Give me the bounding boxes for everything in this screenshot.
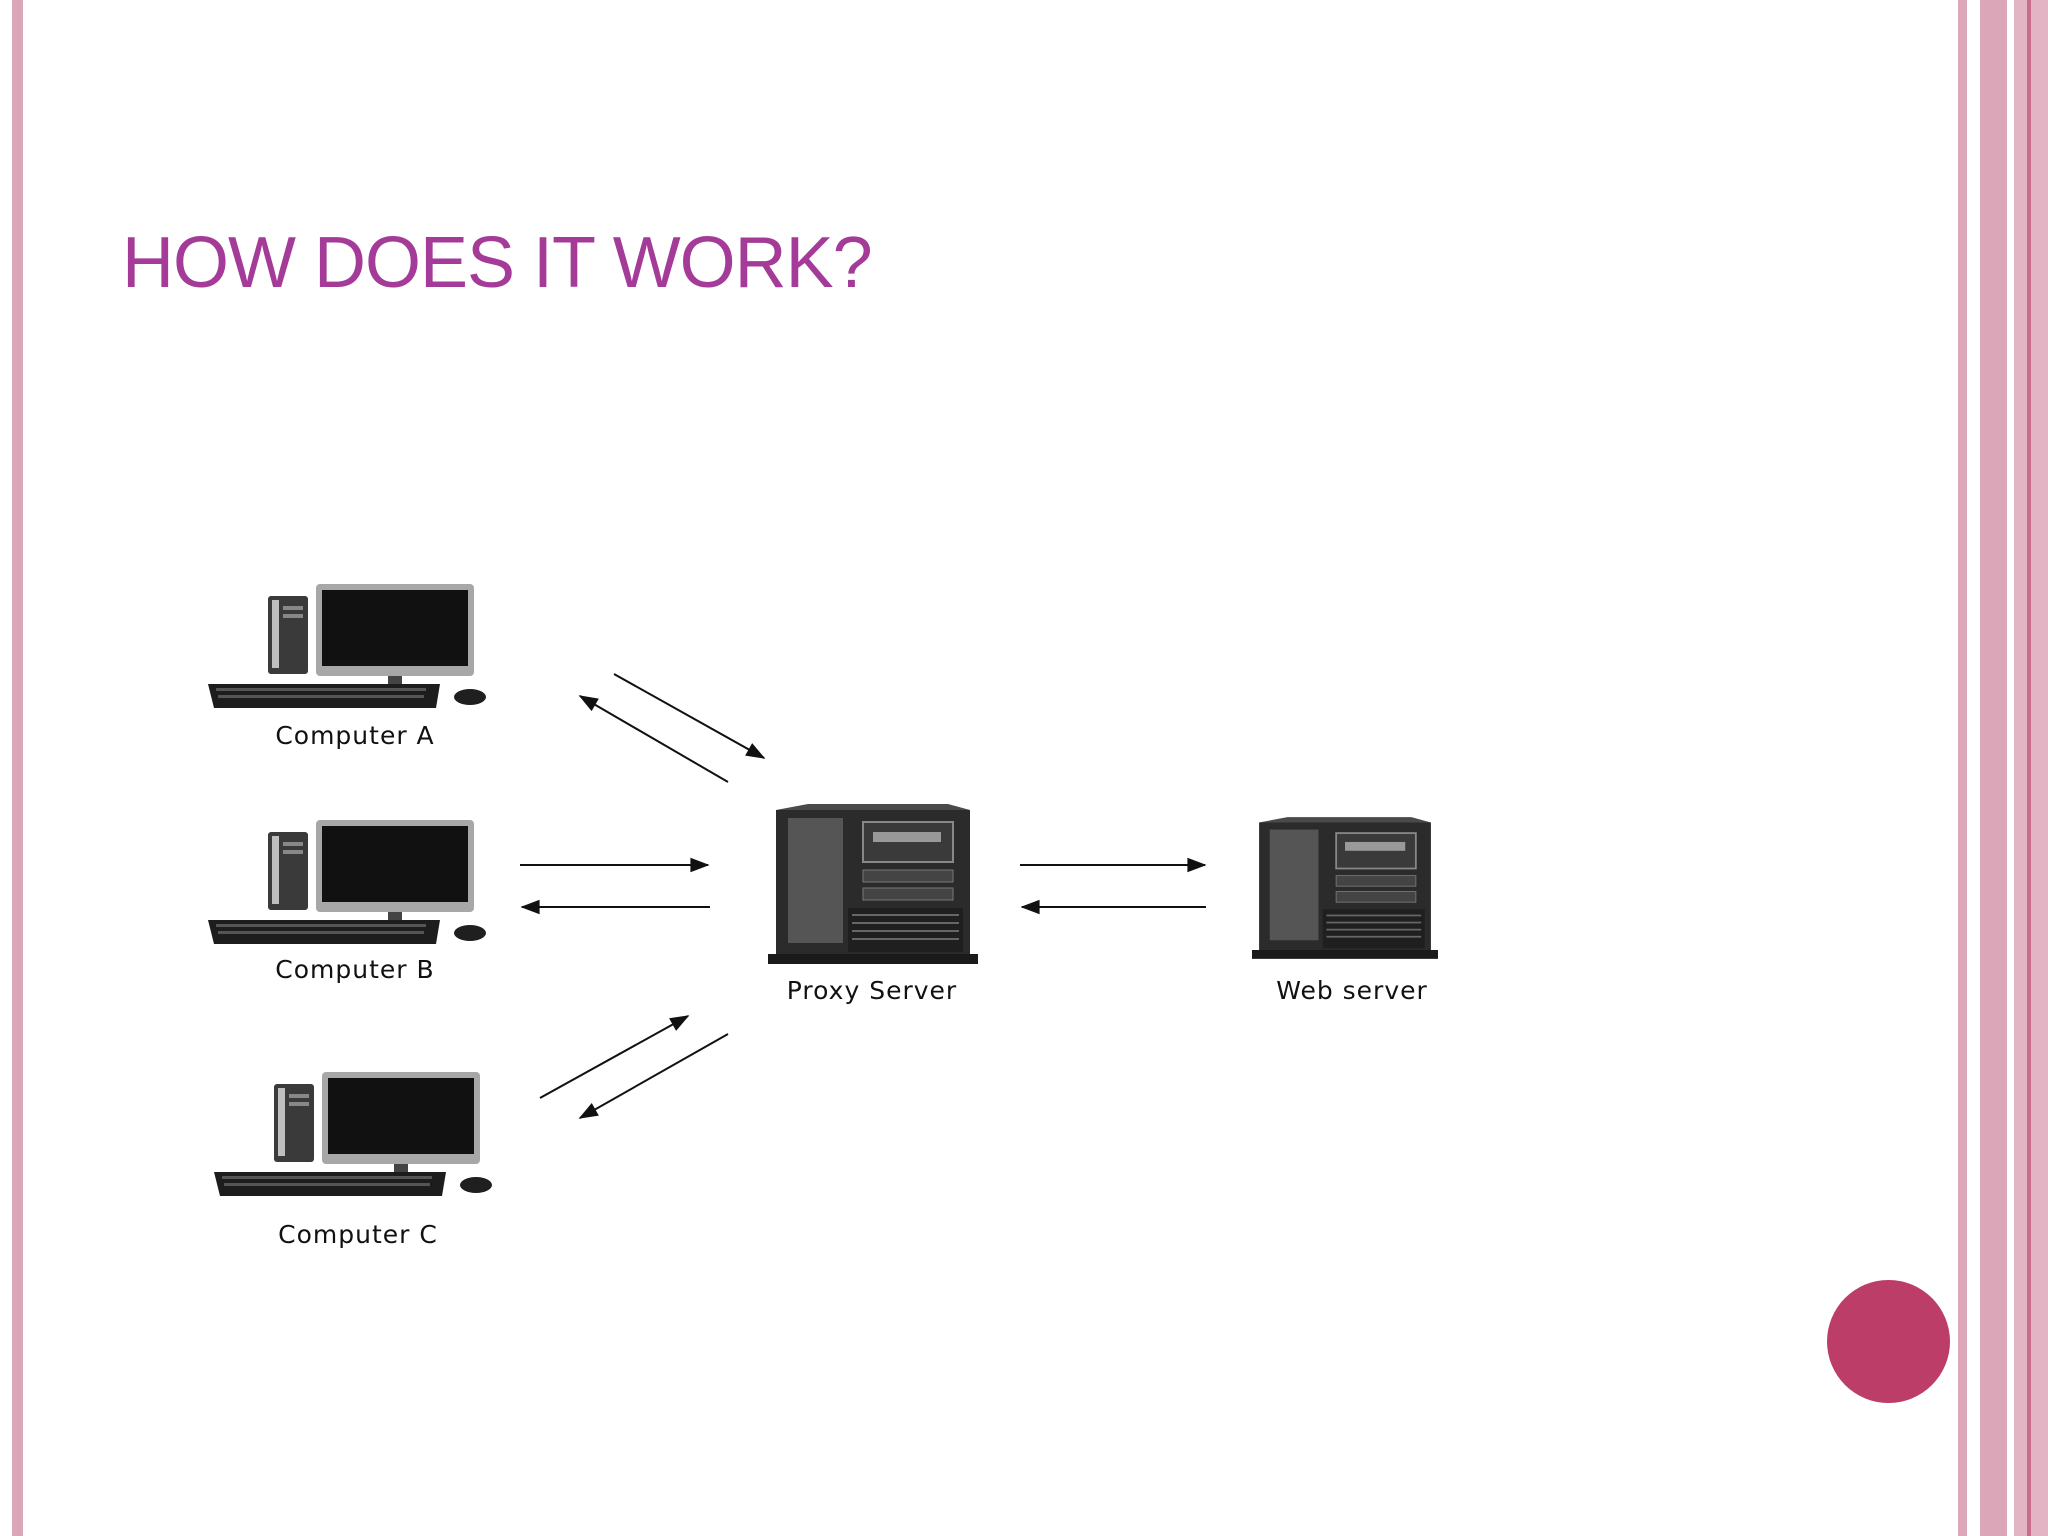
slide-border-right <box>1980 0 2007 1536</box>
computer-a-icon <box>208 584 486 708</box>
computer-c-label: Computer C <box>278 1220 438 1249</box>
arrow-c-to-proxy <box>539 1015 690 1099</box>
slide-border-right-line <box>2027 0 2031 1536</box>
slide-border-right <box>1958 0 1967 1536</box>
arrow-proxy-to-a <box>578 695 729 783</box>
computer-a-label: Computer A <box>275 721 434 750</box>
slide-title: HOW DOES IT WORK? <box>122 223 873 303</box>
slide-border-right <box>2014 0 2048 1536</box>
proxy-server-icon <box>768 804 978 964</box>
computer-c-icon <box>214 1072 492 1196</box>
web-server-icon <box>1252 816 1438 960</box>
slide-border-left <box>12 0 23 1536</box>
slide-decoration-dot <box>1827 1280 1950 1403</box>
arrow-proxy-to-c <box>578 1033 729 1119</box>
proxy-server-label: Proxy Server <box>787 976 957 1005</box>
computer-b-icon <box>208 820 486 944</box>
arrow-a-to-proxy <box>613 673 766 759</box>
computer-b-label: Computer B <box>275 955 434 984</box>
web-server-label: Web server <box>1276 976 1428 1005</box>
